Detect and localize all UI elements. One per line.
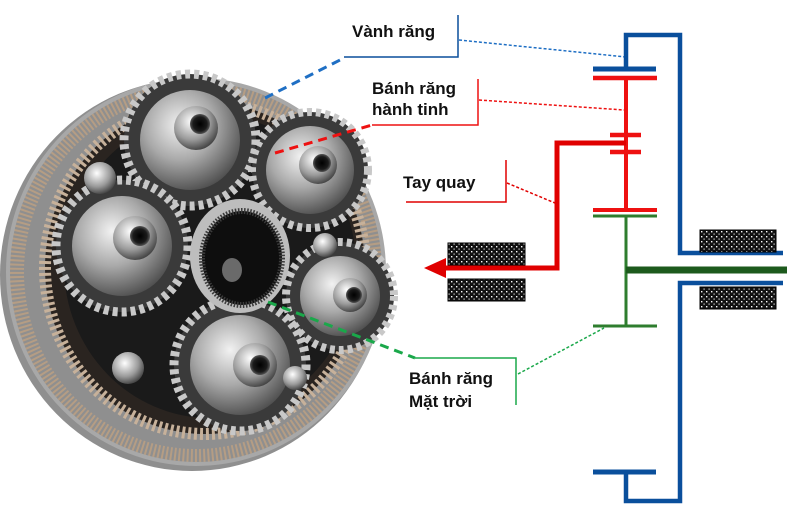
planet-gear-bottom <box>169 294 311 436</box>
bearing-right-top <box>699 229 777 253</box>
ring-gear-label: Vành răng <box>352 22 435 41</box>
sun-gear-leader-diagram <box>517 327 605 375</box>
carrier-pin <box>112 352 144 384</box>
planet-gear-right-bottom <box>282 238 398 354</box>
label-ring-gear: Vành răng <box>344 15 459 58</box>
planet-gear-leader-diagram <box>478 99 625 111</box>
sun-gear-label-line1: Bánh răng <box>409 369 493 388</box>
planet-gear-left <box>51 175 193 317</box>
sun-gear-leader-photo <box>267 300 416 360</box>
sun-gear-label-line2: Mặt trời <box>409 392 472 411</box>
label-sun-gear: Bánh răng Mặt trời <box>409 357 517 411</box>
sun-gear-schematic <box>593 214 787 328</box>
planet-gear-label-line1: Bánh răng <box>372 79 456 98</box>
output-arrow-icon <box>424 258 446 278</box>
bearing-left-top <box>447 242 526 266</box>
carrier-schematic <box>424 140 626 278</box>
label-planet-gear: Bánh răng hành tinh <box>372 79 479 126</box>
sun-gear-center <box>190 199 290 313</box>
bearing-left-bottom <box>447 278 526 302</box>
carrier-pin <box>313 233 337 257</box>
carrier-pin <box>84 162 116 194</box>
carrier-label: Tay quay <box>403 173 476 192</box>
planet-gear-right-top <box>248 108 372 232</box>
carrier-pin <box>283 366 307 390</box>
carrier-leader-diagram <box>506 182 556 204</box>
ring-gear-schematic <box>593 32 783 504</box>
bearing-right-bottom <box>699 286 777 310</box>
planet-gear-leader-photo <box>274 123 373 155</box>
label-carrier: Tay quay <box>403 160 507 203</box>
ring-gear-leader-photo <box>264 56 345 100</box>
gearset-photo <box>0 69 398 471</box>
ring-gear-leader-diagram <box>458 39 627 58</box>
planet-gear-label-line2: hành tinh <box>372 100 448 119</box>
